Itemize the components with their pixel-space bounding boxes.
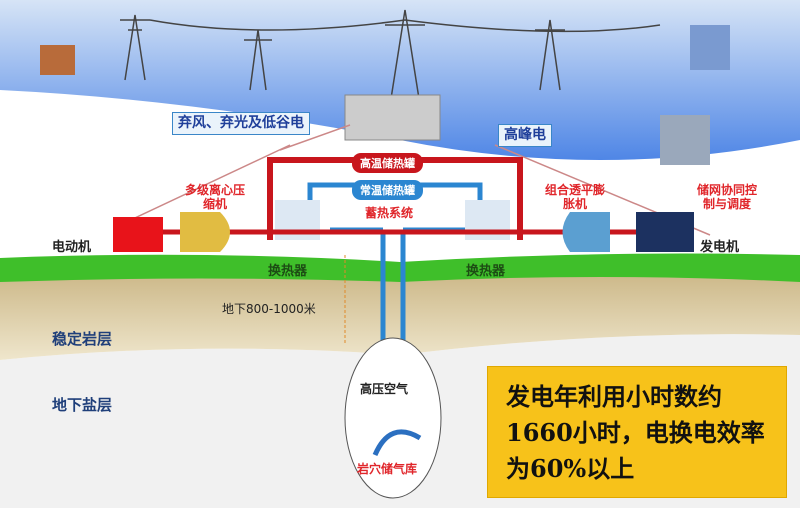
curtailed-power-callout: 弃风、弃光及低谷电 <box>172 112 310 135</box>
cavern-arrow-icon <box>372 429 422 457</box>
motor-label: 电动机 <box>52 240 92 255</box>
generator-label: 发电机 <box>700 240 740 255</box>
heat-exchanger-left-label: 换热器 <box>268 264 308 279</box>
grid-control-label: 储网协同控制与调度 <box>696 183 757 211</box>
motor <box>113 217 163 252</box>
substation <box>344 94 441 141</box>
computer-icon <box>660 115 710 165</box>
compressor-label: 多级离心压缩机 <box>184 183 245 211</box>
salt-cavern <box>344 337 442 499</box>
normal-temp-tank: 常温储热罐 <box>352 180 423 200</box>
turbine-label: 组合透平膨胀机 <box>544 183 605 211</box>
air-pipe <box>330 227 465 375</box>
high-pressure-air-label: 高压空气 <box>360 382 409 396</box>
rock-layer <box>0 275 800 360</box>
sky <box>0 0 800 160</box>
grass <box>0 253 800 282</box>
summary-box: 发电年利用小时数约1660小时，电换电效率为60%以上 <box>487 366 787 498</box>
peak-power-callout: 高峰电 <box>498 124 552 147</box>
compressor <box>180 212 230 252</box>
city-icon <box>690 25 730 70</box>
cavern-label: 岩穴储气库 <box>357 462 418 476</box>
turbine <box>562 212 610 252</box>
high-temp-tank: 高温储热罐 <box>352 153 423 173</box>
power-towers <box>120 9 661 106</box>
heat-exchanger-right-label: 换热器 <box>466 264 506 279</box>
depth-label: 地下800-1000米 <box>222 302 316 316</box>
rock-layer-label: 稳定岩层 <box>52 330 113 348</box>
salt-layer-label: 地下盐层 <box>52 396 113 414</box>
generator <box>636 212 694 252</box>
factory-icon <box>40 45 75 75</box>
storage-system-label: 蓄热系统 <box>365 206 414 220</box>
